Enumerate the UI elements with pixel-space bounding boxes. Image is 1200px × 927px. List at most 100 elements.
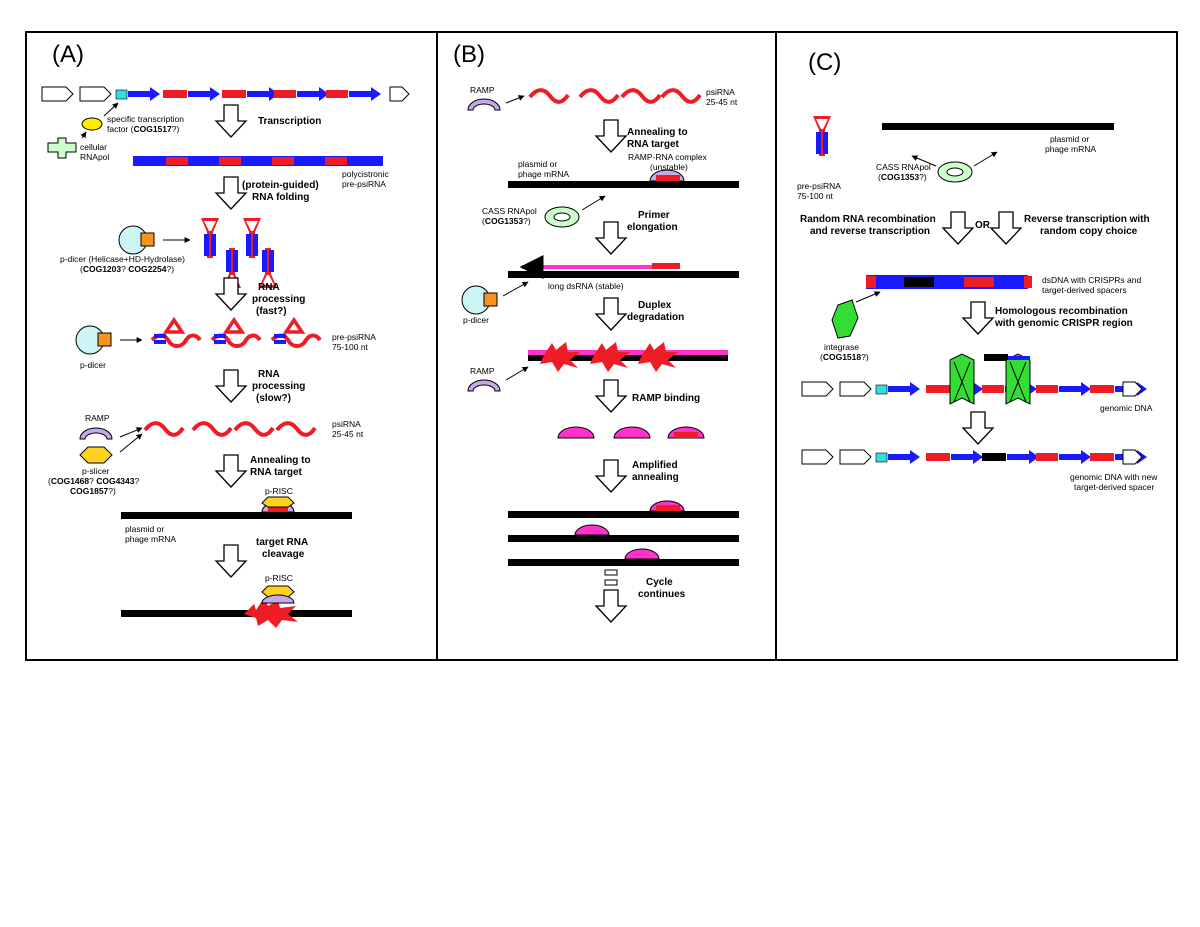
step-cleavage: target RNA [256,537,308,548]
panel-label-b: (B) [453,41,485,68]
tf-label: specific transcription [107,114,184,124]
step-cycle-2: continues [638,589,686,600]
folded-pre-psirna [201,218,277,288]
rnapol-label-2: RNApol [80,152,109,162]
psirna-label: psiRNA [332,419,361,429]
pre-psirna-label: pre-psiRNA [797,181,841,191]
target-mrna [508,559,739,566]
tf-label-2: factor (COG1517?) [107,124,179,134]
ramp-label-2: RAMP [470,366,495,376]
step-arrow [595,119,627,153]
plasmid-label: plasmid or [1050,134,1089,144]
dsdna-crispr [866,275,1032,289]
step-transcription: Transcription [258,116,321,127]
genomic-label: genomic DNA [1100,403,1153,413]
psirna-pieces [528,88,702,104]
step-folding: (protein-guided) [242,180,319,191]
step-annealing: Annealing to [250,455,311,466]
integrase-label: integrase [824,342,859,352]
step-annealing: Annealing to [627,127,688,138]
slicer-label: p-slicer [82,466,110,476]
long-dsrna-label: long dsRNA (stable) [548,281,624,291]
cass-label: CASS RNApol [482,206,537,216]
step-arrow [595,297,627,331]
step-arrow [595,459,627,493]
plasmid-label: plasmid or [518,159,557,169]
psirna-pieces [143,421,317,437]
genomic-new-label-2: target-derived spacer [1074,482,1154,492]
step-primer: Primer [638,210,670,221]
slicer-label-2: (COG1468? COG4343? [48,476,140,486]
pre-psirna-label-2: 75-100 nt [797,191,834,201]
step-homologous-2: with genomic CRISPR region [994,318,1133,329]
panel-c: pre-psiRNA 75-100 nt plasmid or phage mR… [797,116,1158,492]
ramp-icon [467,379,501,392]
p-dicer-icon [75,325,112,355]
step-processing-slow: RNA [258,369,280,380]
target-mrna [508,271,739,278]
dsdna-label-2: target-derived spacers [1042,285,1127,295]
step-reverse: Reverse transcription with [1024,214,1150,225]
rnapol-label: cellular [80,142,107,152]
integrase-label-2: (COG1518?) [820,352,869,362]
cass-label: CASS RNApol [876,162,931,172]
pdicer-label: p-dicer [463,315,489,325]
cass-rnapol-icon [544,206,580,228]
target-mrna [882,123,1114,130]
recombination-intermediate [949,353,1031,405]
pre-psirna-label: pre-psiRNA [332,332,376,342]
step-arrow [215,544,247,578]
prisc-complex [261,496,295,513]
p-dicer-icon [461,285,498,315]
cass-label-2: (COG1353?) [878,172,927,182]
plasmid-label: plasmid or [125,524,164,534]
step-arrow [595,221,627,255]
dicer-label-2: (COG1203? COG2254?) [80,264,174,274]
integrase-icon [831,299,859,339]
ramp-icon [467,98,501,111]
step-processing-fast: RNA [258,282,280,293]
dsdna-label: dsDNA with CRISPRs and [1042,275,1141,285]
ramp-icon [79,427,113,440]
step-annealing-2: RNA target [627,139,680,150]
step-arrow [962,411,994,445]
cleaved-mrna [121,610,352,617]
step-folding-2: RNA folding [252,192,309,203]
dicer-label: p-dicer (Helicase+HD-Hydrolase) [60,254,185,264]
prisc-label-2: p-RISC [265,573,293,583]
bound-ramps [557,426,705,439]
step-processing-fast-2: processing [252,294,305,305]
pre-psirna-pieces [150,318,322,348]
polycistronic-label: polycistronic [342,169,390,179]
pre-psirna-label-2: 75-100 nt [332,342,369,352]
step-arrow [215,104,247,138]
pre-psirna-hairpin [813,116,831,156]
complex-label-2: (unstable) [650,162,688,172]
prisc-label: p-RISC [265,486,293,496]
ramp-label: RAMP [470,85,495,95]
step-cleavage-2: cleavage [262,549,305,560]
plasmid-label-2: phage mRNA [125,534,176,544]
plasmid-label-2: phage mRNA [518,169,569,179]
step-arrow [215,454,247,488]
target-mrna [121,512,352,519]
complex-label: RAMP-RNA complex [628,152,708,162]
step-arrow [215,369,247,403]
step-processing-slow-2: processing [252,381,305,392]
step-reverse-2: random copy choice [1040,226,1138,237]
pdicer-label: p-dicer [80,360,106,370]
panel-frame [25,31,1178,661]
step-arrow [962,301,994,335]
polycistronic-rna [133,156,383,166]
duplex-degradation [528,342,728,372]
slicer-label-3: COG1857?) [70,486,116,496]
transcription-factor-icon [81,117,103,131]
ramp-label: RAMP [85,413,110,423]
crispr-locus-a [41,86,410,102]
step-duplex-2: degradation [627,312,684,323]
step-processing-fast-3: (fast?) [256,306,287,317]
panel-label-c: (C) [808,49,841,76]
target-mrna [508,535,739,542]
step-processing-slow-3: (slow?) [256,393,291,404]
